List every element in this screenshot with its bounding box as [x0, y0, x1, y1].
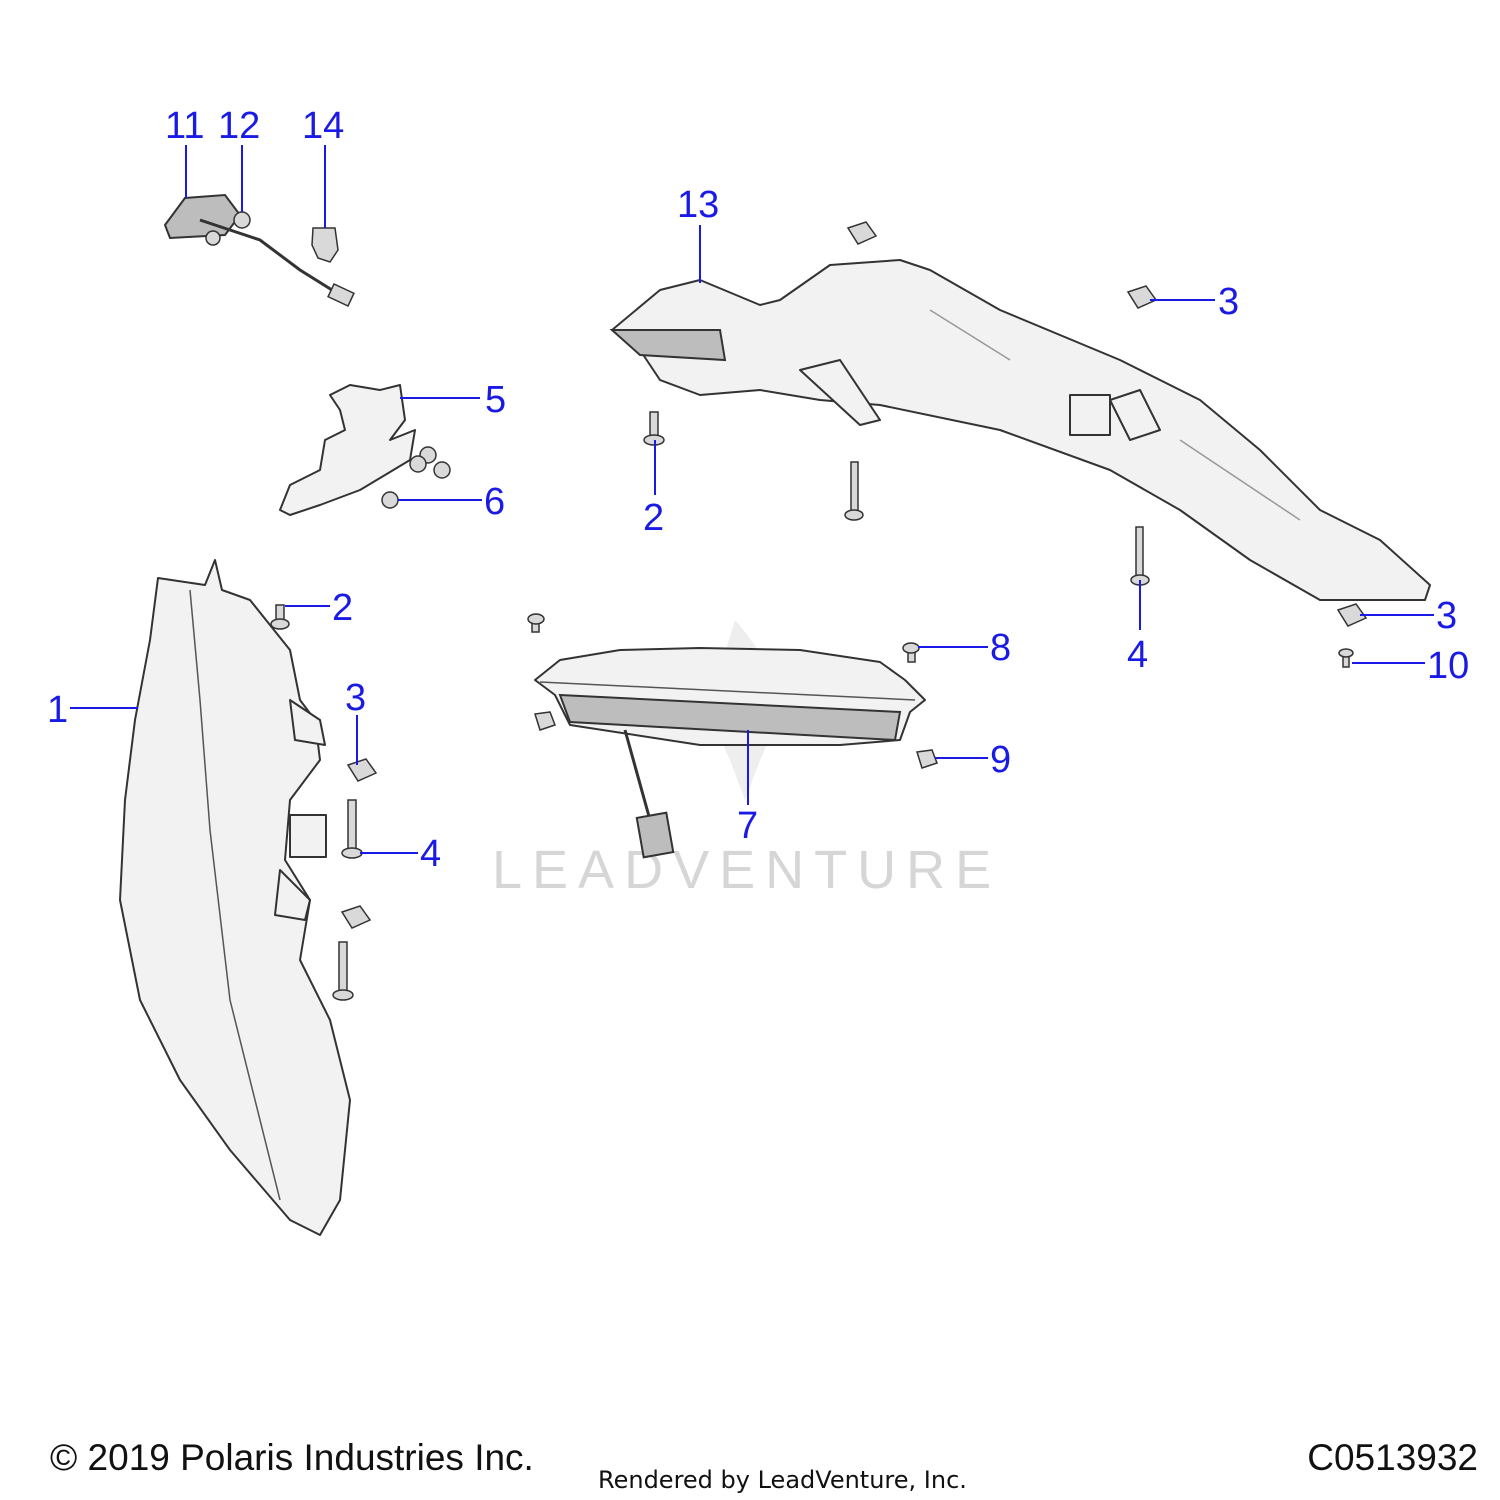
part-1-side-panel	[119, 559, 351, 1236]
figure-id: C0513932	[1307, 1437, 1478, 1478]
part-13-rear-panel	[609, 259, 1431, 601]
callout-6: 6	[484, 481, 505, 523]
hardware	[270, 221, 1368, 1001]
callout-4: 4	[420, 833, 441, 875]
callout-1: 1	[47, 689, 68, 731]
callout-12: 12	[218, 105, 260, 147]
callout-3: 3	[345, 677, 366, 719]
callout-11: 11	[165, 105, 204, 147]
part-7-light-bar	[534, 647, 926, 859]
callout-5: 5	[485, 379, 506, 421]
callout-7: 7	[737, 805, 758, 847]
callout-13: 14	[302, 105, 344, 147]
copyright-text: © 2019 Polaris Industries Inc.	[50, 1437, 534, 1478]
part-11-license-lamp	[163, 193, 355, 307]
callout-10: 10	[1427, 645, 1469, 687]
callout-9: 9	[990, 739, 1011, 781]
rendered-by-text: Rendered by LeadVenture, Inc.	[598, 1466, 967, 1494]
leader-lines	[70, 145, 1434, 854]
watermark-text: LEADVENTURE	[492, 840, 1001, 900]
part-14-clip	[311, 227, 339, 263]
callout-2: 2	[643, 497, 664, 539]
callout-3: 3	[1436, 595, 1457, 637]
callout-14: 13	[677, 184, 719, 226]
callout-labels: 1 2 2 3 3 3 4 4 5 6 7 8 9 10 11 12 14 13	[47, 105, 1469, 875]
callout-2: 2	[332, 587, 353, 629]
callout-4: 4	[1127, 634, 1148, 676]
callout-3: 3	[1218, 281, 1239, 323]
callout-8: 8	[990, 627, 1011, 669]
part-5-bracket	[279, 384, 416, 516]
